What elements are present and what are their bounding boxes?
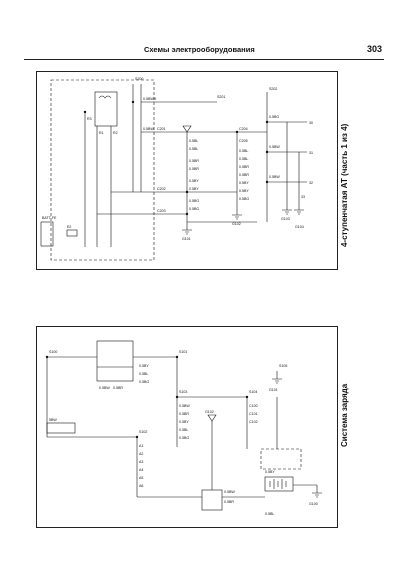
diagram-label: S105 bbox=[279, 364, 287, 368]
diagram-label: С201 bbox=[157, 127, 166, 131]
wiring-diagram-charging-drawing: S100 S101 S102 S103 S104 S105 5BW 0.5BW … bbox=[45, 340, 322, 516]
diagram-label: 0.5BG bbox=[189, 207, 199, 211]
diagram-label: S102 bbox=[139, 430, 147, 434]
diagram-label: G101 bbox=[269, 388, 278, 392]
bottom-diagram-labels: S100 S101 S102 S103 S104 S105 5BW 0.5BW … bbox=[49, 350, 318, 516]
diagram-label: S101 bbox=[179, 350, 187, 354]
diagram-label: 0.5BG bbox=[189, 199, 199, 203]
diagram-label: R2 bbox=[113, 131, 118, 135]
diagram-label: С100 bbox=[249, 404, 258, 408]
diagram-label: 31 bbox=[309, 151, 313, 155]
wiring-diagram-transmission-drawing: BATT FE E2 0.5BWH 0.5BW R1 R2 R3 0.5BL 0… bbox=[40, 77, 313, 261]
diagram-label: 0.5BW bbox=[99, 386, 110, 390]
diagram-label: 0.5BY bbox=[139, 364, 149, 368]
diagram-label: A3 bbox=[139, 460, 143, 464]
diagram-label: A4 bbox=[139, 468, 143, 472]
diagram-label: A5 bbox=[139, 476, 143, 480]
diagram-label: 5BW bbox=[49, 418, 57, 422]
diagram-label: 0.5BL bbox=[179, 428, 188, 432]
diagram-label: С203 bbox=[157, 209, 166, 213]
diagram-label: 0.5BG bbox=[179, 436, 189, 440]
diagram-label: G102 bbox=[205, 410, 214, 414]
diagram-label: 0.5BG bbox=[239, 197, 249, 201]
diagram-label: S202 bbox=[269, 87, 277, 91]
diagram-label: 0.5BL bbox=[239, 149, 248, 153]
diagram-label: 0.5BY bbox=[239, 181, 249, 185]
top-diagram-labels: BATT FE E2 0.5BWH 0.5BW R1 R2 R3 0.5BL 0… bbox=[42, 77, 313, 241]
diagram-label: 0.5BL bbox=[139, 372, 148, 376]
diagram-label: R3 bbox=[87, 117, 92, 121]
diagram-label: 0.5BR bbox=[189, 167, 199, 171]
diagram-label: 0.5BW bbox=[269, 175, 280, 179]
diagram-label: 0.5BR bbox=[239, 173, 249, 177]
page-header: Схемы электрооборудования 303 bbox=[24, 44, 384, 60]
diagram-label: S201 bbox=[217, 95, 225, 99]
page-number: 303 bbox=[366, 44, 382, 54]
diagram-label: 0.5BR bbox=[224, 500, 234, 504]
diagram-label: R1 bbox=[99, 131, 104, 135]
diagram-label: 0.5BY bbox=[265, 470, 275, 474]
diagram-label: 0.5BR bbox=[113, 386, 123, 390]
diagram-label: 0.5BR bbox=[239, 165, 249, 169]
diagram-label: 0.5BR bbox=[189, 159, 199, 163]
diagram-label: G104 bbox=[295, 225, 304, 229]
wiring-diagram-transmission: BATT FE E2 0.5BWH 0.5BW R1 R2 R3 0.5BL 0… bbox=[36, 71, 349, 270]
diagram-label: G100 bbox=[309, 502, 318, 506]
diagram-label: 0.5BW bbox=[269, 145, 280, 149]
diagram-label: S103 bbox=[179, 390, 187, 394]
diagram-label: 0.5BL bbox=[189, 139, 198, 143]
diagram-label: 0.5BY bbox=[239, 189, 249, 193]
diagram-label: 0.5BY bbox=[189, 187, 199, 191]
diagram-label: 30 bbox=[309, 121, 313, 125]
diagram-label: A2 bbox=[139, 452, 143, 456]
diagram-label: С202 bbox=[157, 187, 166, 191]
diagram-label: 0.5BW bbox=[143, 127, 154, 131]
diagram-label: BATT FE bbox=[42, 216, 57, 220]
diagram-label: 0.5BG bbox=[269, 115, 279, 119]
diagram-label: 0.5BW bbox=[224, 490, 235, 494]
page-title: Схемы электрооборудования bbox=[144, 45, 255, 54]
diagram-label: С102 bbox=[249, 420, 258, 424]
diagram-label: 0.5BL bbox=[239, 157, 248, 161]
diagram-label: 0.5BY bbox=[179, 420, 189, 424]
diagram-caption: 4-ступенчатая АТ (часть 1 из 4) bbox=[340, 123, 349, 247]
wiring-diagram-charging-system: S100 S101 S102 S103 S104 S105 5BW 0.5BW … bbox=[36, 326, 349, 528]
diagram-caption: Система заряда bbox=[340, 383, 349, 447]
diagram-label: С205 bbox=[239, 139, 248, 143]
header-rule bbox=[24, 58, 384, 60]
diagram-label: С204 bbox=[239, 127, 248, 131]
diagram-label: S200 bbox=[135, 77, 143, 81]
diagram-label: A1 bbox=[139, 444, 143, 448]
diagram-label: С101 bbox=[249, 412, 258, 416]
diagram-label: G103 bbox=[281, 217, 290, 221]
diagram-label: G102 bbox=[232, 222, 241, 226]
diagram-label: 0.5BL bbox=[265, 512, 274, 516]
diagram-label: 33 bbox=[301, 195, 305, 199]
diagram-label: 0.5BY bbox=[189, 179, 199, 183]
diagram-label: G101 bbox=[182, 237, 191, 241]
diagram-label: S104 bbox=[249, 390, 257, 394]
diagram-label: E2 bbox=[67, 225, 71, 229]
diagram-label: 0.5BW bbox=[179, 404, 190, 408]
diagram-label: 0.5BR bbox=[179, 412, 189, 416]
diagram-label: 32 bbox=[309, 181, 313, 185]
diagram-label: S100 bbox=[49, 350, 57, 354]
diagram-label: A6 bbox=[139, 484, 143, 488]
diagram-label: 0.5BL bbox=[189, 147, 198, 151]
diagram-label: 0.5BWH bbox=[143, 97, 157, 101]
diagram-label: 0.5BG bbox=[139, 380, 149, 384]
